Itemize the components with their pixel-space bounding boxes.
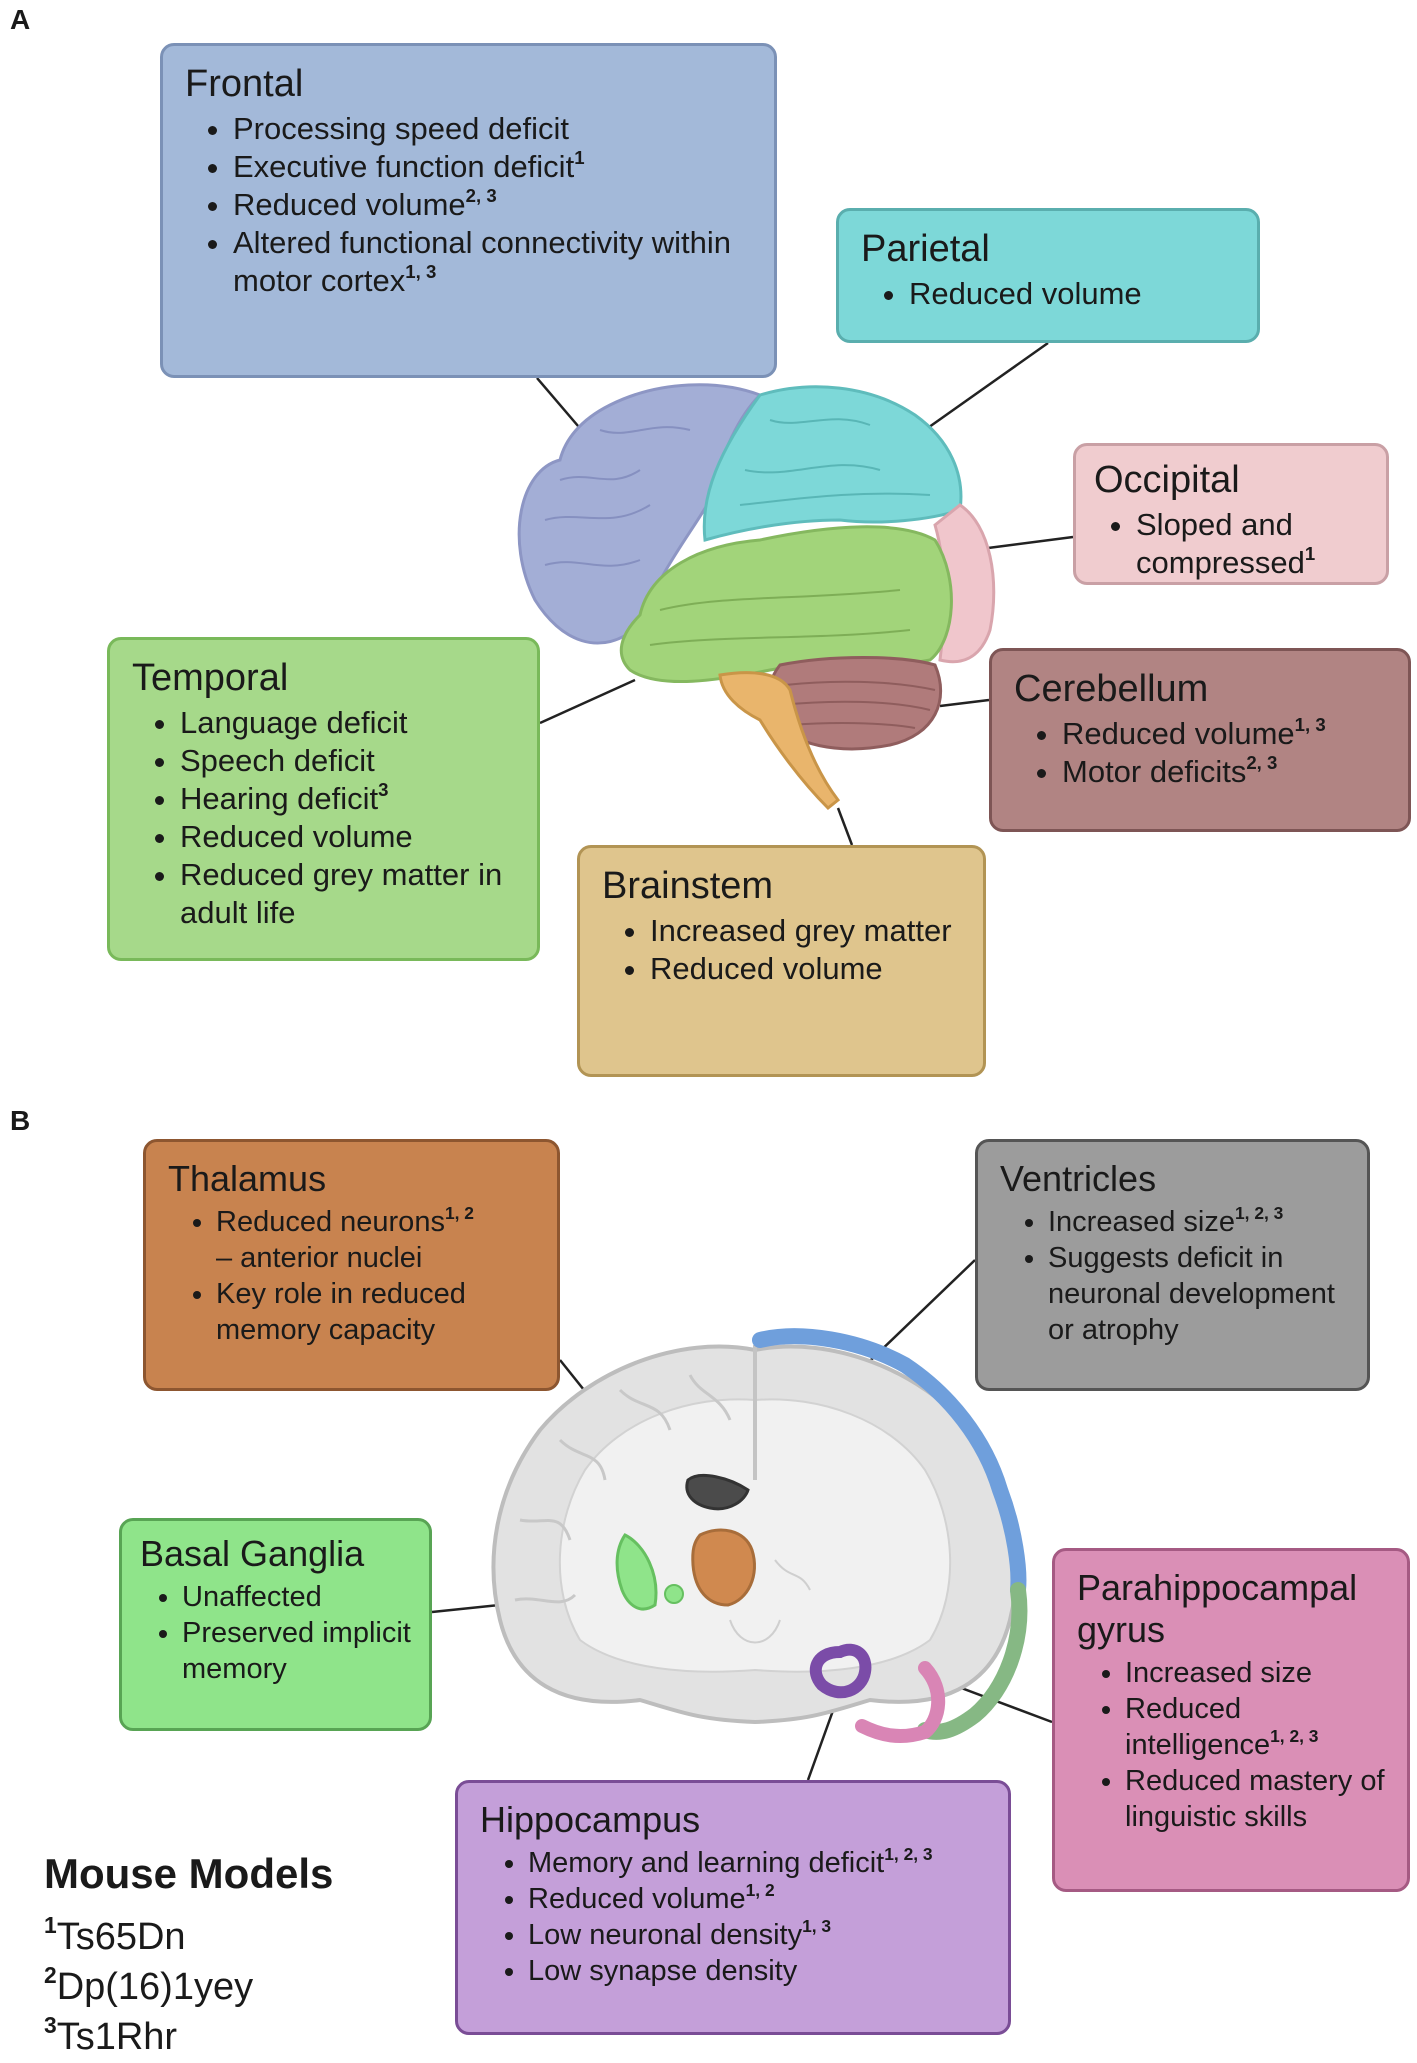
parietal-title: Parietal [861, 228, 990, 270]
parietal-box: Parietal Reduced volume [836, 208, 1260, 343]
basal-ganglia-item: Preserved implicit memory [182, 1615, 411, 1687]
cerebellum-connector [939, 698, 990, 708]
temporal-item: Hearing deficit3 [180, 780, 515, 818]
temporal-item: Language deficit [180, 704, 515, 742]
ventricle [685, 1473, 750, 1511]
panel-letter-a: A [10, 4, 31, 35]
hippocampus-item: Low neuronal density1, 3 [528, 1917, 986, 1953]
hippocampus-item: Reduced volume1, 2 [528, 1881, 986, 1917]
hippocampus-item: Low synapse density [528, 1953, 986, 1989]
temporal-item: Reduced volume [180, 818, 515, 856]
brainstem-box: Brainstem Increased grey matter Reduced … [577, 845, 986, 1077]
brainstem [718, 671, 841, 811]
frontal-item: Executive function deficit1 [233, 148, 752, 186]
frontal-box: Frontal Processing speed deficit Executi… [160, 43, 777, 378]
hippocampus-title: Hippocampus [480, 1799, 701, 1840]
occipital-box: Occipital Sloped and compressed1 [1073, 443, 1389, 585]
ventricles-item: Suggests deficit in neuronal development… [1048, 1240, 1345, 1348]
temporal-item: Reduced grey matter in adult life [180, 856, 515, 932]
temporal-gyri [649, 589, 911, 646]
basal-ganglia-box: Basal Ganglia Unaffected Preserved impli… [119, 1518, 432, 1731]
thalamus-item: Reduced neurons1, 2– anterior nuclei [216, 1204, 535, 1276]
legend-model: 3Ts1Rhr [44, 2012, 178, 2058]
temporal-box: Temporal Language deficit Speech deficit… [107, 637, 540, 961]
legend-model: 1Ts65Dn [44, 1912, 186, 1958]
thalamus-region [691, 1528, 756, 1607]
hippocampus-item: Memory and learning deficit1, 2, 3 [528, 1845, 986, 1881]
hippocampus-connector [806, 1704, 837, 1781]
frontal-title: Frontal [185, 63, 304, 105]
panel-letter-b: B [10, 1105, 31, 1136]
brain-lateral-view [517, 383, 996, 811]
occipital-connector [987, 535, 1074, 550]
temporal-item: Speech deficit [180, 742, 515, 780]
left-gyri [514, 1374, 732, 1604]
ventricles-item: Increased size1, 2, 3 [1048, 1204, 1345, 1240]
parahippocampal-title: Parahippocampal gyrus [1077, 1567, 1358, 1650]
frontal-item: Altered functional connectivity within m… [233, 224, 752, 300]
frontal-item: Reduced volume2, 3 [233, 186, 752, 224]
brainstem-connector [836, 807, 854, 846]
thalamus-title: Thalamus [168, 1158, 327, 1199]
parahippocampal-box: Parahippocampal gyrus Increased size Red… [1052, 1548, 1410, 1892]
basal-ganglia-nucleus [664, 1584, 684, 1604]
legend-model: 2Dp(16)1yey [44, 1962, 254, 2008]
thalamus-box: Thalamus Reduced neurons1, 2– anterior n… [143, 1139, 560, 1391]
occipital-title: Occipital [1094, 459, 1240, 501]
parahippocampal-item: Increased size [1125, 1655, 1385, 1691]
parietal-connector [914, 341, 1049, 439]
temporal-connector [539, 678, 636, 725]
basal-ganglia-title: Basal Ganglia [140, 1533, 365, 1574]
parahippocampal-pink [855, 1661, 946, 1743]
cerebellum-item: Motor deficits2, 3 [1062, 753, 1386, 791]
hippocampus-box: Hippocampus Memory and learning deficit1… [455, 1780, 1011, 2035]
cerebellum-title: Cerebellum [1014, 668, 1209, 710]
basal-ganglia-region [615, 1533, 658, 1611]
temporal-title: Temporal [132, 657, 289, 699]
basal-ganglia-item: Unaffected [182, 1579, 411, 1615]
parahippocampal-item: Reduced intelligence1, 2, 3 [1125, 1691, 1385, 1763]
legend-title: Mouse Models [44, 1850, 334, 1897]
parietal-item: Reduced volume [909, 275, 1235, 313]
parietal-gyri [739, 418, 931, 506]
frontal-lobe [517, 383, 763, 645]
occipital-item: Sloped and compressed1 [1136, 506, 1368, 582]
midbrain-lines [729, 1559, 811, 1644]
parahippocampal-item: Reduced mastery of linguistic skills [1125, 1763, 1385, 1835]
thalamus-item: Key role in reduced memory capacity [216, 1276, 535, 1348]
cerebellum-folds [779, 680, 936, 729]
frontal-gyri [544, 426, 691, 567]
cerebellum-box: Cerebellum Reduced volume1, 3 Motor defi… [989, 648, 1411, 832]
frontal-item: Processing speed deficit [233, 110, 752, 148]
cerebellum-item: Reduced volume1, 3 [1062, 715, 1386, 753]
cortex-blue [752, 1328, 1027, 1598]
brain-coronal-section [491, 1328, 1028, 1743]
temporal-lobe [619, 525, 953, 683]
brainstem-item: Increased grey matter [650, 912, 961, 950]
hippocampus-purple [809, 1643, 872, 1699]
brainstem-title: Brainstem [602, 865, 774, 907]
ventricles-title: Ventricles [1000, 1158, 1157, 1199]
white-matter [558, 1398, 952, 1673]
mouse-models-legend: Mouse Models 1Ts65Dn 2Dp(16)1yey 3Ts1Rhr [44, 1850, 333, 2062]
parahippocampal-green [917, 1582, 1028, 1740]
brainstem-item: Reduced volume [650, 950, 961, 988]
ventricles-box: Ventricles Increased size1, 2, 3 Suggest… [975, 1139, 1370, 1391]
